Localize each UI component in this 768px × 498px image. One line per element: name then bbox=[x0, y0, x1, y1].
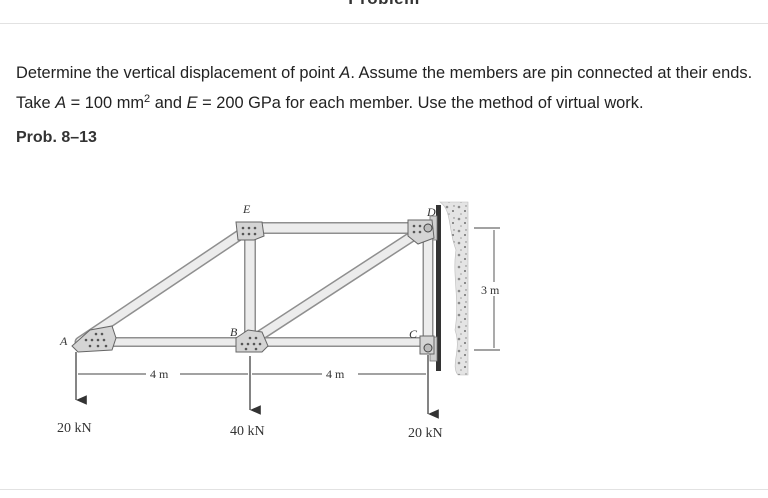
problem-statement: Determine the vertical displacement of p… bbox=[16, 58, 761, 118]
vertical-dimension bbox=[474, 227, 500, 351]
horizontal-dimension bbox=[75, 362, 429, 380]
footer-divider bbox=[0, 489, 768, 490]
dimension-height: 3 m bbox=[481, 283, 500, 297]
label-A: A bbox=[59, 334, 68, 348]
label-D: D bbox=[426, 205, 436, 219]
statement-part: and bbox=[150, 94, 187, 112]
area-exponent: 2 bbox=[144, 93, 151, 105]
load-arrows bbox=[75, 352, 439, 419]
area-value: = 100 mm bbox=[66, 94, 145, 112]
wall-support bbox=[429, 201, 469, 376]
dimension-left-span: 4 m bbox=[150, 367, 169, 381]
header-divider bbox=[0, 23, 768, 24]
truss-members bbox=[74, 222, 434, 348]
node-labels: E D B C A bbox=[59, 202, 436, 348]
load-label-C: 20 kN bbox=[408, 426, 443, 441]
label-B: B bbox=[230, 325, 238, 339]
label-C: C bbox=[409, 327, 418, 341]
dimension-right-span: 4 m bbox=[326, 367, 345, 381]
variable-A: A bbox=[339, 64, 351, 82]
problem-number: Prob. 8–13 bbox=[16, 129, 97, 146]
modulus-variable: E bbox=[186, 94, 198, 112]
statement-part: . Assume the members are pin connected a… bbox=[16, 64, 753, 112]
area-variable: A bbox=[55, 94, 67, 112]
page-header-title: Problem bbox=[0, 0, 768, 9]
load-label-B: 40 kN bbox=[230, 424, 265, 439]
load-label-A: 20 kN bbox=[57, 421, 92, 436]
modulus-value: = 200 GPa for each member. Use the metho… bbox=[197, 94, 644, 112]
statement-part: Determine the vertical displacement of p… bbox=[16, 64, 340, 82]
label-E: E bbox=[242, 202, 251, 216]
gusset-plates bbox=[71, 219, 435, 355]
